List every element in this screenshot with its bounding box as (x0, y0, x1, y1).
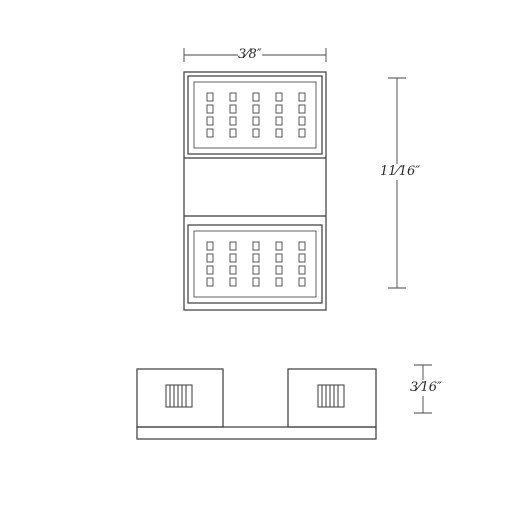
led-cell (229, 253, 237, 263)
side-view-block-left (136, 368, 224, 428)
upper-lens-outer (187, 75, 323, 155)
led-cell (206, 277, 214, 287)
led-cell (275, 277, 283, 287)
led-cell (206, 104, 214, 114)
led-cell (206, 241, 214, 251)
led-cell (229, 92, 237, 102)
lower-lens-inner (193, 230, 317, 298)
led-cell (206, 265, 214, 275)
lower-lens-outer (187, 224, 323, 304)
led-cell (206, 116, 214, 126)
side-view-lens-right (317, 384, 345, 408)
led-cell (298, 116, 306, 126)
upper-lens-inner (193, 81, 317, 149)
front-view-outline (183, 71, 327, 311)
side-view-base-plate (136, 426, 377, 440)
led-cell (229, 265, 237, 275)
led-cell (252, 92, 260, 102)
led-cell (275, 116, 283, 126)
height-dimension (388, 77, 406, 289)
led-cell (275, 128, 283, 138)
led-cell (252, 253, 260, 263)
led-cell (206, 128, 214, 138)
led-cell (252, 128, 260, 138)
led-cell (252, 265, 260, 275)
lower-lens-grid (206, 241, 306, 287)
front-view (183, 71, 327, 311)
led-cell (252, 104, 260, 114)
led-cell (298, 128, 306, 138)
led-cell (252, 277, 260, 287)
led-cell (229, 104, 237, 114)
side-view-lens-left (165, 384, 193, 408)
side-view (136, 368, 377, 440)
depth-dimension-label: 3⁄16″ (410, 380, 442, 396)
led-cell (229, 128, 237, 138)
led-cell (275, 104, 283, 114)
led-cell (275, 253, 283, 263)
led-cell (298, 241, 306, 251)
led-cell (298, 277, 306, 287)
led-cell (206, 92, 214, 102)
width-dimension-label: 3⁄8″ (238, 47, 262, 63)
led-cell (229, 277, 237, 287)
led-cell (298, 104, 306, 114)
led-cell (229, 116, 237, 126)
led-cell (275, 265, 283, 275)
side-view-block-right (287, 368, 377, 428)
led-cell (252, 241, 260, 251)
led-cell (275, 92, 283, 102)
led-cell (252, 116, 260, 126)
led-cell (206, 253, 214, 263)
led-cell (229, 241, 237, 251)
led-cell (275, 241, 283, 251)
led-cell (298, 92, 306, 102)
upper-lens-grid (206, 92, 306, 138)
led-cell (298, 253, 306, 263)
led-cell (298, 265, 306, 275)
height-dimension-label: 11⁄16″ (380, 164, 421, 180)
